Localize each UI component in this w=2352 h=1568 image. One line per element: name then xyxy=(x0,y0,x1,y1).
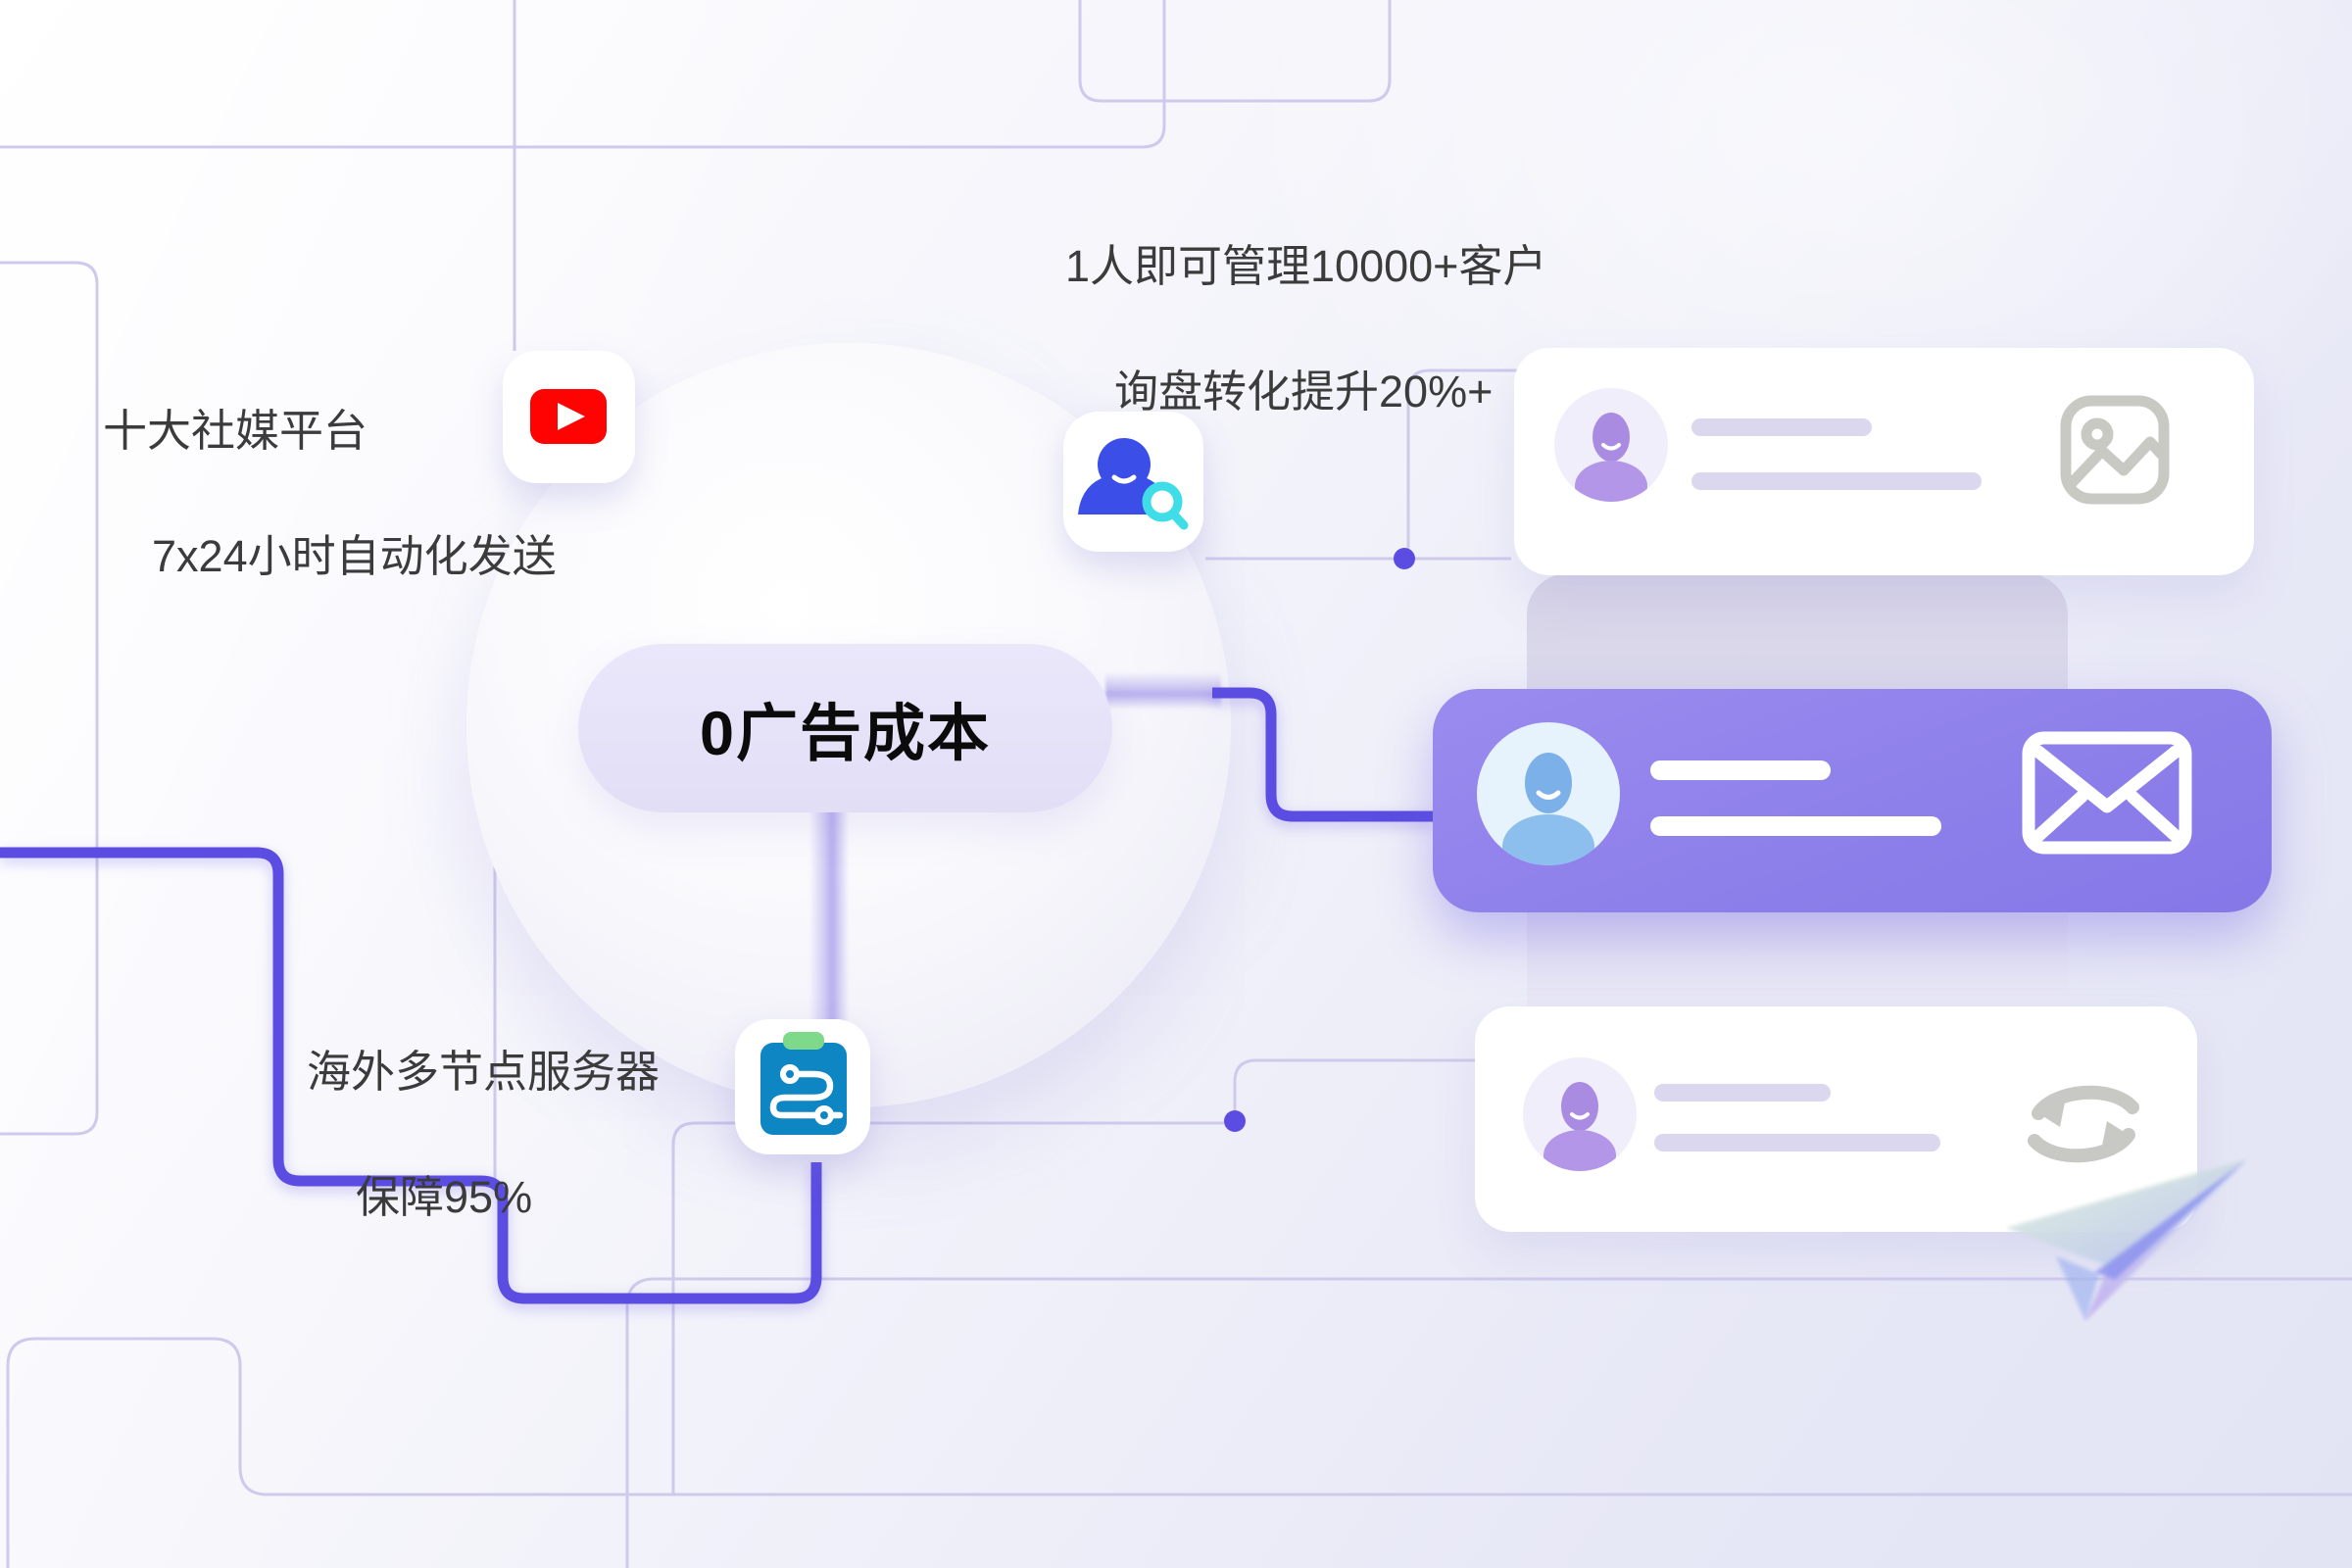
central-value-pill: 0广告成本 xyxy=(578,644,1112,812)
avatar xyxy=(1523,1057,1637,1171)
text-placeholder-bar xyxy=(1691,418,1872,436)
envelope-icon xyxy=(2022,731,2192,855)
customer-search-icon xyxy=(1063,412,1203,552)
pill-label: 0广告成本 xyxy=(699,699,992,768)
annotation-overseas-servers: 海外多节点服务器 保障95% xyxy=(307,1047,661,1222)
text-placeholder-bar xyxy=(1654,1134,1940,1152)
text-placeholder-bar xyxy=(1650,816,1941,836)
annotation-social-platforms: 十大社媒平台 7x24小时自动化发送 xyxy=(103,406,557,581)
avatar xyxy=(1477,722,1620,865)
pill-right-connector-tube xyxy=(1105,672,1221,710)
contact-card-highlighted xyxy=(1433,689,2272,912)
contact-card-top xyxy=(1514,348,2254,575)
annotation-customer-management: 1人即可管理10000+客户 询盘转化提升20%+ xyxy=(1065,241,1547,416)
image-placeholder-icon xyxy=(2060,395,2170,505)
sync-arrows-icon xyxy=(2028,1085,2139,1163)
text-placeholder-bar xyxy=(1691,472,1982,490)
workflow-clipboard-icon xyxy=(735,1019,870,1154)
node-dot xyxy=(1224,1110,1246,1132)
text-placeholder-bar xyxy=(1650,760,1831,780)
node-dot xyxy=(1394,548,1415,569)
contact-card-bottom xyxy=(1475,1006,2197,1232)
avatar xyxy=(1554,388,1668,502)
pill-down-connector-tube xyxy=(809,806,849,1029)
youtube-play-icon xyxy=(503,351,635,483)
text-placeholder-bar xyxy=(1654,1084,1831,1102)
